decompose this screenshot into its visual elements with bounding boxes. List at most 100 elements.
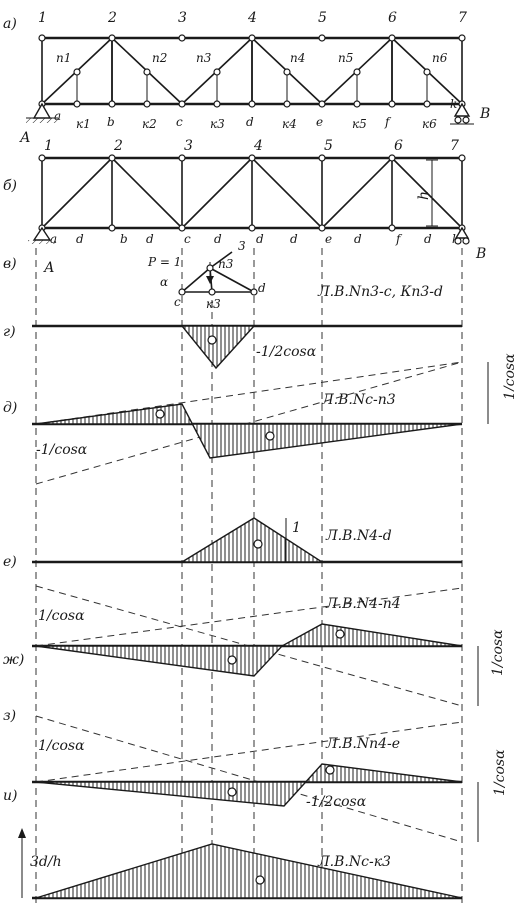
truss-b-bot-a: a [50, 232, 57, 246]
truss-b-top-4: 4 [253, 138, 263, 154]
truss-b-web [41, 157, 463, 229]
truss-a-bottom-node [283, 100, 291, 108]
truss-b-bottom-node [318, 224, 326, 232]
influence-line-zh: ж) 1/cosα Л.В.N4-п4 1/cosα [3, 585, 506, 707]
truss-b-support-B: В [475, 246, 486, 262]
il-zh-side: 1/cosα [490, 629, 506, 676]
truss-a-web [41, 37, 463, 105]
il-z-label: з) [3, 708, 16, 724]
truss-a-mid-labels: п1 п2 п3 п4 п5 п6 [56, 51, 448, 65]
truss-a-bottom-node [108, 100, 116, 108]
truss-b: б) 1 2 3 4 5 6 7 a b c d e f k d d d d [3, 138, 486, 276]
truss-a-top-node [108, 34, 116, 42]
truss-b-diagonal [111, 157, 183, 229]
il-last-caption: Л.В.Nc-к3 [317, 854, 391, 870]
truss-b-diagonal [251, 157, 323, 229]
truss-a-top-7: 7 [458, 10, 467, 26]
truss-a-top-node [318, 34, 326, 42]
truss-b-support-right [454, 226, 470, 245]
il-e-label: е) [3, 554, 17, 570]
truss-b-nodes [38, 154, 466, 232]
truss-a-mid-3: п3 [196, 51, 212, 65]
il-i-area [35, 763, 463, 807]
truss-a-mid-node [283, 68, 291, 76]
detail-node-d: d [258, 281, 266, 295]
height-label: h [416, 191, 432, 200]
panel-d-6: d [424, 232, 432, 246]
truss-a-support-left [26, 102, 58, 123]
truss-b-diagonal [181, 157, 253, 229]
truss-a-bot-b: b [107, 115, 115, 129]
truss-b-support-A: А [43, 260, 55, 276]
truss-b-top-node [38, 154, 46, 162]
il-last-value: 3d/h [30, 854, 62, 870]
projection-lines [35, 248, 463, 905]
truss-b-top-node [178, 154, 186, 162]
truss-a-bot-e: e [316, 115, 323, 129]
truss-b-top-5: 5 [324, 138, 333, 154]
truss-b-diagonal [391, 157, 463, 229]
il-e-caption: Л.В.N4-d [325, 528, 392, 544]
truss-a-bottom-node [318, 100, 326, 108]
truss-b-bottom-node [108, 224, 116, 232]
truss-a-bottom-node [353, 100, 361, 108]
influence-line-z: з) 1/cosα Л.В.Nп4-e [3, 708, 463, 843]
influence-line-last: 3d/h Л.В.Nc-к3 [18, 828, 463, 900]
truss-a-bot-k5: к5 [352, 117, 367, 131]
truss-b-top-7: 7 [450, 138, 459, 154]
truss-b-top-node [108, 154, 116, 162]
truss-a-bot-k4: к4 [282, 117, 297, 131]
angle-alpha: α [160, 275, 168, 289]
panel-d-3: d [214, 232, 222, 246]
truss-a-bot-a: a [54, 109, 61, 123]
truss-a-top-node [388, 34, 396, 42]
detail-v: в) P = 1 α c п3 к3 d 3 Л.В.Nп3-c, Кп3-d [3, 239, 443, 311]
truss-b-bot-d: d [256, 232, 264, 246]
truss-b-top-1: 1 [44, 138, 53, 154]
truss-a-top-3: 3 [178, 10, 187, 26]
il-g-label: г) [3, 324, 16, 340]
il-z-value: 1/cosα [38, 738, 85, 754]
truss-a-support-A: А [19, 130, 31, 146]
truss-b-top-node [388, 154, 396, 162]
truss-a-bot-c: c [176, 115, 183, 129]
truss-b-bottom-node [388, 224, 396, 232]
truss-b-bot-f: f [395, 232, 403, 246]
truss-a-support-B: В [479, 106, 490, 122]
load-P: P = 1 [147, 255, 181, 269]
truss-b-top-node [318, 154, 326, 162]
truss-a-top-2: 2 [107, 10, 117, 26]
il-last-area [35, 843, 463, 899]
il-zh-value: 1/cosα [38, 608, 85, 624]
panel-d-5: d [354, 232, 362, 246]
truss-b-top-node [248, 154, 256, 162]
truss-b-top-6: 6 [394, 138, 403, 154]
truss-a-top-node [178, 34, 186, 42]
truss-a-top-6: 6 [388, 10, 397, 26]
truss-a-mid-6: п6 [432, 51, 448, 65]
truss-a-mid-node [73, 68, 81, 76]
panel-d-4: d [290, 232, 298, 246]
influence-line-d: д) -1/cosα Л.В.Nc-п3 1/cosα [3, 353, 514, 485]
truss-b-bot-e: e [325, 232, 332, 246]
truss-a-bottom-node [423, 100, 431, 108]
detail-v-caption: Л.В.Nп3-c, Кп3-d [317, 284, 443, 300]
truss-b-bot-b: b [120, 232, 128, 246]
truss-a-mid-2: п2 [152, 51, 167, 65]
truss-b-top-2: 2 [113, 138, 123, 154]
truss-b-top-node [458, 154, 466, 162]
il-d-value: -1/cosα [36, 442, 88, 458]
il-d-caption: Л.В.Nc-п3 [321, 392, 396, 408]
truss-b-top-labels: 1 2 3 4 5 6 7 [44, 138, 459, 154]
truss-a-bottom-node [73, 100, 81, 108]
truss-a-bot-k3: к3 [210, 117, 225, 131]
il-d-side: 1/cosα [502, 353, 514, 400]
truss-a-bottom-labels: a к1 b к2 c к3 d к4 e к5 f к6 k [54, 97, 457, 131]
il-i-value: -1/2cosα [306, 794, 367, 810]
il-i-side: 1/cosα [492, 749, 508, 796]
truss-a-bot-k6: к6 [422, 117, 437, 131]
truss-a-mid-node [423, 68, 431, 76]
il-i-label: и) [3, 788, 17, 804]
truss-a-mid-4: п4 [290, 51, 305, 65]
